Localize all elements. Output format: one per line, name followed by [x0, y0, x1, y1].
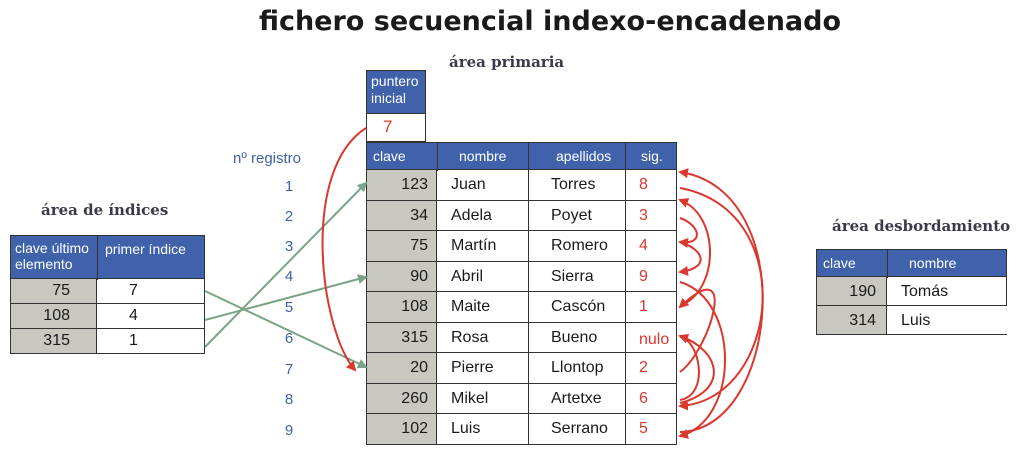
cell-apellidos: Serrano	[551, 420, 608, 437]
table-row: 20 Pierre Llontop 2	[366, 353, 677, 384]
cell-nombre: Abril	[451, 267, 484, 285]
cell-clave: 108	[367, 292, 437, 322]
chain-5-9	[678, 168, 764, 433]
cell-apellidos: Sierra	[551, 267, 594, 285]
cell-sig: 6	[639, 389, 648, 407]
cell-clave: 260	[367, 383, 437, 413]
cell-primer-indice: 7	[129, 282, 138, 299]
puntero-value: 7	[366, 114, 426, 142]
overflow-area-label: área desbordamiento	[832, 217, 1011, 235]
cell-sig: 9	[639, 267, 648, 285]
chain-4-5	[678, 241, 702, 276]
chain-1-4	[678, 198, 711, 307]
cell-nombre: Mikel	[451, 389, 489, 407]
cell-nombre: Luis	[901, 312, 931, 329]
table-row: 123 Juan Torres 8	[366, 170, 677, 201]
primary-header: clave nombre apellidos sig.	[366, 142, 677, 171]
chain-3-4	[678, 217, 698, 248]
puntero-label: puntero inicial	[371, 73, 419, 106]
registro-number: 5	[284, 299, 294, 316]
overflow-header: clave nombre	[816, 249, 1007, 278]
cell-apellidos: Cascón	[551, 298, 606, 315]
cell-apellidos: Llontop	[551, 359, 604, 376]
overflow-header-nombre: nombre	[909, 255, 957, 271]
cell-clave: 315	[11, 329, 97, 353]
registro-number: 1	[284, 178, 294, 195]
chain-8-1	[678, 187, 764, 411]
registro-number: 7	[284, 361, 294, 378]
chain-6-8	[678, 333, 715, 404]
cell-sig: 2	[639, 359, 648, 376]
cell-apellidos: Artetxe	[551, 389, 602, 407]
table-row: 315 Rosa Bueno nulo	[366, 322, 677, 353]
table-row: 260 Mikel Artetxe 6	[366, 383, 677, 414]
registro-number: 9	[284, 422, 294, 439]
cell-clave: 108	[11, 304, 97, 328]
table-row: 34 Adela Poyet 3	[366, 200, 677, 231]
diagram-title: fichero secuencial indexo-encadenado	[258, 6, 842, 37]
index-header: clave último elemento primer índice	[10, 235, 205, 280]
cell-sig: 1	[639, 298, 648, 315]
registro-number: 8	[284, 391, 294, 408]
chain-2-2	[678, 288, 716, 373]
index-area-label: área de índices	[41, 201, 169, 219]
puntero-arrow	[321, 127, 367, 372]
chain-9-6	[678, 281, 726, 439]
table-row: 314 Luis	[816, 306, 1007, 335]
table-row: 102 Luis Serrano 5	[366, 414, 677, 445]
cell-primer-indice: 1	[129, 332, 138, 349]
table-row: 315 1	[10, 329, 205, 354]
table-row: 75 7	[10, 279, 205, 304]
table-row: 108 Maite Cascón 1	[366, 292, 677, 323]
cell-sig: 8	[639, 176, 648, 193]
cell-apellidos: Romero	[551, 237, 608, 254]
cell-nombre: Luis	[451, 420, 481, 437]
cell-apellidos: Poyet	[551, 206, 592, 224]
index-header-clave: clave último elemento	[15, 240, 89, 272]
cell-clave: 123	[367, 170, 437, 200]
registro-number: 2	[284, 208, 294, 225]
cell-nombre: Pierre	[451, 359, 494, 376]
cell-nombre: Tomás	[901, 283, 949, 300]
cell-nombre: Rosa	[451, 328, 489, 346]
cell-clave: 75	[11, 279, 97, 303]
registro-number: 6	[284, 330, 294, 347]
registro-number: 4	[284, 268, 294, 285]
table-row: 75 Martín Romero 4	[366, 231, 677, 262]
cell-clave: 75	[367, 231, 437, 261]
cell-sig: 5	[639, 420, 648, 437]
cell-apellidos: Torres	[551, 176, 596, 193]
registro-number: 3	[284, 238, 294, 255]
primary-header-nombre: nombre	[459, 148, 507, 164]
primary-header-apellidos: apellidos	[556, 148, 612, 164]
cell-clave: 90	[367, 261, 437, 291]
cell-nombre: Adela	[451, 206, 492, 224]
cell-nombre: Juan	[451, 176, 486, 193]
cell-clave: 190	[817, 277, 887, 305]
primary-header-sig: sig.	[641, 148, 663, 164]
cell-sig: nulo	[639, 330, 670, 348]
primary-header-clave: clave	[373, 148, 406, 164]
chain-7	[679, 336, 700, 401]
cell-clave: 102	[367, 414, 437, 444]
table-row: 190 Tomás	[816, 277, 1007, 306]
registro-label: nº registro	[233, 150, 302, 167]
cell-apellidos: Bueno	[551, 328, 598, 346]
table-row: 108 4	[10, 304, 205, 329]
cell-primer-indice: 4	[129, 307, 138, 324]
cell-nombre: Martín	[451, 237, 497, 254]
overflow-header-clave: clave	[823, 255, 856, 271]
cell-sig: 4	[639, 237, 648, 254]
cell-nombre: Maite	[451, 298, 491, 315]
primary-area-label: área primaria	[449, 53, 565, 71]
index-header-primer: primer índice	[105, 241, 186, 257]
cell-clave: 34	[367, 200, 437, 230]
cell-sig: 3	[639, 206, 648, 224]
cell-clave: 315	[367, 322, 437, 352]
puntero-header: puntero inicial	[366, 70, 426, 114]
cell-clave: 314	[817, 306, 887, 334]
table-row: 90 Abril Sierra 9	[366, 261, 677, 292]
cell-clave: 20	[367, 353, 437, 383]
